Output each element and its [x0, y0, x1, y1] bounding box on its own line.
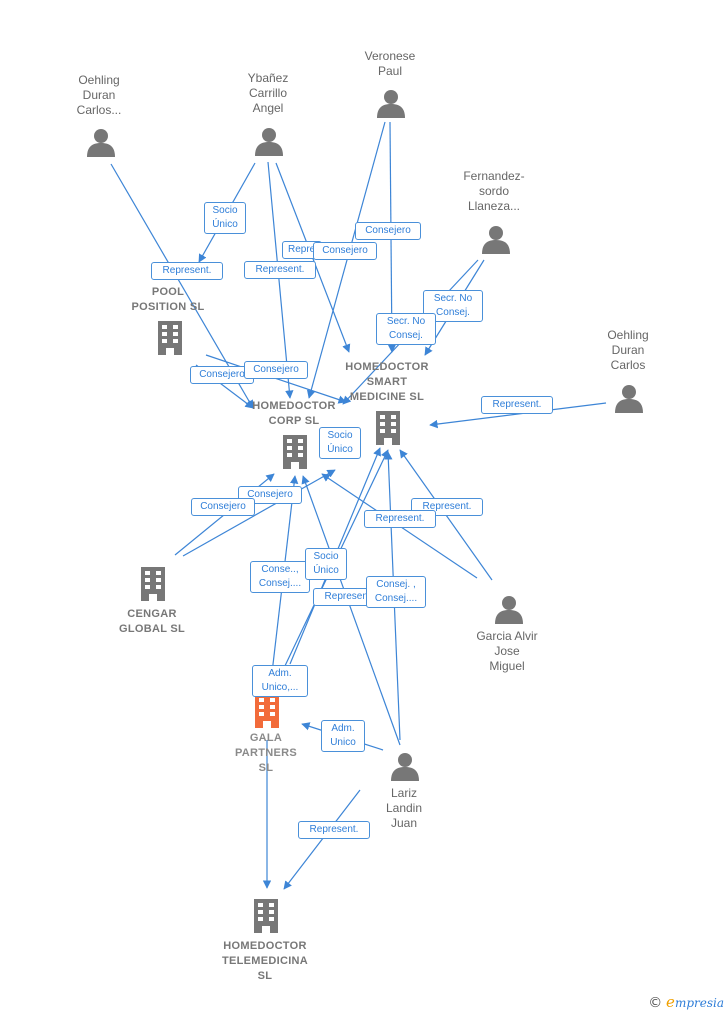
node-label-cengar[interactable]: CENGAR GLOBAL SL [118, 608, 186, 635]
building-icon[interactable] [141, 567, 165, 601]
edge-line [306, 121, 386, 399]
brand-initial: e [666, 993, 675, 1011]
node-label-veronese[interactable]: Veronese Paul [364, 49, 416, 78]
node-label-gala[interactable]: GALA PARTNERS SL [234, 732, 298, 774]
edge-label-socio-unico[interactable]: Socio Único [305, 548, 347, 580]
person-icon[interactable] [87, 129, 115, 157]
node-label-lariz[interactable]: Lariz Landin Juan [385, 786, 423, 830]
person-icon[interactable] [255, 128, 283, 156]
edge-label-adm-unico[interactable]: Adm. Unico [321, 720, 365, 752]
building-icon[interactable] [255, 694, 279, 728]
edge-label-consej-consej[interactable]: Consej. , Consej.... [366, 576, 426, 608]
node-label-ybanez[interactable]: Ybañez Carrillo Angel [247, 71, 289, 115]
node-label-pool[interactable]: POOL POSITION SL [131, 286, 205, 313]
edge-label-socio-unico[interactable]: Socio Único [319, 427, 361, 459]
edge-line [301, 475, 401, 746]
node-label-fernandez[interactable]: Fernandez- sordo Llaneza... [463, 169, 525, 213]
edge-label-consejero[interactable]: Consejero [191, 498, 255, 516]
node-label-tele[interactable]: HOMEDOCTOR TELEMEDICINA SL [221, 940, 309, 982]
edge-label-consejero[interactable]: Consejero [313, 242, 377, 260]
edge-label-represent[interactable]: Represent. [151, 262, 223, 280]
node-label-oehling1[interactable]: Oehling Duran Carlos... [76, 73, 122, 117]
person-icon[interactable] [391, 753, 419, 781]
brand-name: mpresia [674, 996, 724, 1010]
edge-label-adm-unico[interactable]: Adm. Unico,... [252, 665, 308, 697]
person-icon[interactable] [482, 226, 510, 254]
node-label-oehling2[interactable]: Oehling Duran Carlos [607, 328, 649, 372]
edge-label-represent[interactable]: Represent. [244, 261, 316, 279]
edge-label-represent[interactable]: Represent. [298, 821, 370, 839]
building-icon[interactable] [158, 321, 182, 355]
person-icon[interactable] [377, 90, 405, 118]
edge-label-consejero[interactable]: Consejero [244, 361, 308, 379]
building-icon[interactable] [376, 411, 400, 445]
edge-line [267, 161, 294, 399]
edge-label-represent[interactable]: Repre [282, 241, 322, 259]
person-icon[interactable] [615, 385, 643, 413]
edge-line [182, 469, 336, 557]
node-label-garcia[interactable]: Garcia Alvir Jose Miguel [476, 629, 538, 673]
copyright-icon: © [648, 995, 663, 1011]
building-icon[interactable] [283, 435, 307, 469]
edge-label-represent[interactable]: Represent. [481, 396, 553, 414]
edge-line [283, 789, 361, 890]
edge-label-consejero[interactable]: Consejero [355, 222, 421, 240]
node-label-smart[interactable]: HOMEDOCTOR SMART MEDICINE SL [345, 361, 429, 403]
node-label-corp[interactable]: HOMEDOCTOR CORP SL [252, 400, 336, 427]
edge-label-secr-no-consej[interactable]: Secr. No Consej. [376, 313, 436, 345]
edge-label-represent[interactable]: Represent. [364, 510, 436, 528]
edge-line [429, 402, 607, 429]
building-icon[interactable] [254, 899, 278, 933]
person-icon[interactable] [495, 596, 523, 624]
edge-label-socio-unico[interactable]: Socio Único [204, 202, 246, 234]
empresia-watermark: © empresia [648, 993, 724, 1011]
edge-label-conse-consej[interactable]: Conse.., Consej.... [250, 561, 310, 593]
